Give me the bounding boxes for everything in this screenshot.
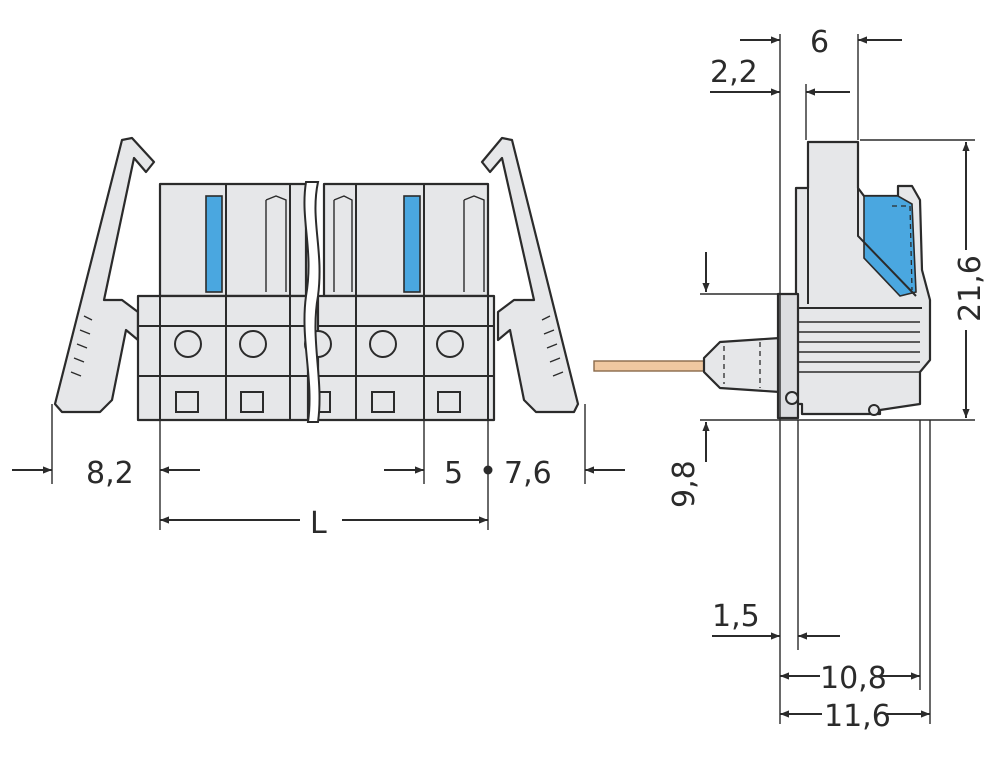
- wire-entry-hole: [436, 330, 464, 358]
- dim-length: L: [310, 506, 327, 541]
- left-locking-lever: [53, 136, 156, 414]
- break-line: [303, 181, 321, 423]
- release-button: [205, 195, 223, 293]
- dim-pitch: 5: [444, 456, 463, 491]
- dim-height: 21,6: [953, 255, 988, 322]
- front-view: 8,2 5 7,6 L: [12, 136, 625, 541]
- left-housing-top: [158, 182, 308, 298]
- test-slot: [437, 391, 461, 413]
- wire-ferrule: [702, 336, 782, 394]
- housing-body: [136, 294, 496, 422]
- dim-bottom-offset: 1,5: [712, 599, 760, 634]
- release-button: [863, 195, 917, 297]
- dim-top-width: 6: [810, 25, 829, 60]
- wire-entry-hole: [174, 330, 202, 358]
- test-slot: [175, 391, 199, 413]
- test-slot: [240, 391, 264, 413]
- side-view: 6 2,2 21,6 9,8 1,5 10,8 11,6: [593, 25, 988, 734]
- dim-top-offset: 2,2: [710, 55, 758, 90]
- dim-pin-height: 9,8: [667, 460, 702, 508]
- dim-depth-inner: 10,8: [820, 661, 887, 696]
- wire-entry-hole: [369, 330, 397, 358]
- wire: [593, 360, 707, 372]
- dim-depth-total: 11,6: [824, 699, 891, 734]
- test-slot: [371, 391, 395, 413]
- dim-left-overhang: 8,2: [86, 456, 134, 491]
- wire-entry-hole: [239, 330, 267, 358]
- dim-dot: [483, 465, 493, 475]
- right-locking-lever: [480, 136, 580, 414]
- dim-right-overhang: 7,6: [504, 456, 552, 491]
- release-button: [403, 195, 421, 293]
- right-housing-top: [322, 182, 490, 298]
